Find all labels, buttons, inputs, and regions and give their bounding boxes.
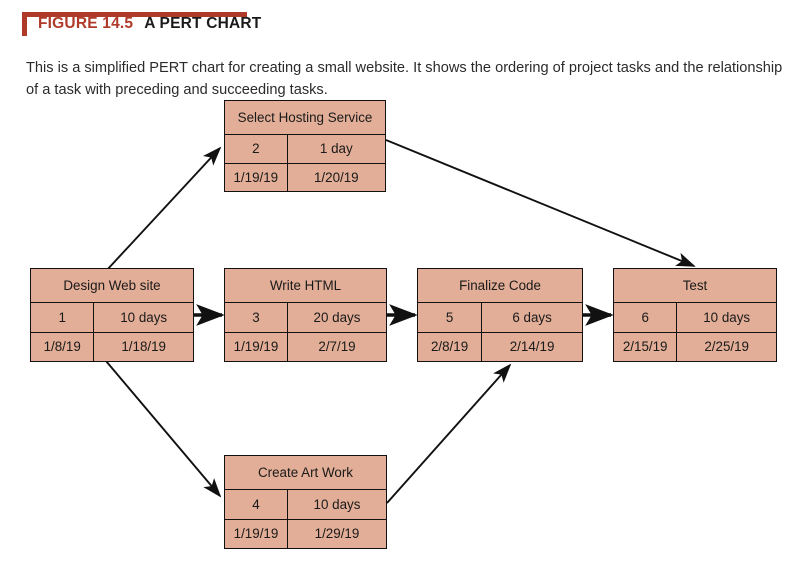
- node-start-date: 1/8/19: [31, 332, 95, 361]
- node-duration: 1 day: [319, 141, 353, 157]
- pert-node-finalize-code[interactable]: Finalize Code 5 6 days 2/8/19 2/14/19: [417, 268, 583, 362]
- node-title: Select Hosting Service: [225, 101, 385, 135]
- node-duration: 10 days: [120, 309, 168, 325]
- node-title: Create Art Work: [225, 456, 386, 490]
- node-title: Finalize Code: [418, 269, 582, 303]
- node-end-date: 2/25/19: [704, 339, 750, 355]
- node-task-number: 5: [418, 303, 483, 332]
- node-row-dates: 2/8/19 2/14/19: [418, 332, 582, 361]
- node-duration: 10 days: [313, 496, 361, 512]
- edge-hosting-to-test: [385, 139, 696, 267]
- node-task-number: 1: [31, 303, 95, 332]
- figure-number: FIGURE 14.5: [38, 15, 134, 32]
- node-title: Test: [614, 269, 776, 303]
- node-end-date: 1/18/19: [121, 339, 167, 355]
- figure-caption: This is a simplified PERT chart for crea…: [26, 59, 783, 98]
- pert-node-select-hosting-service[interactable]: Select Hosting Service 2 1 day 1/19/19 1…: [224, 100, 386, 192]
- node-row-task-duration: 5 6 days: [418, 303, 582, 333]
- node-title: Design Web site: [31, 269, 193, 303]
- pert-node-design-web-site[interactable]: Design Web site 1 10 days 1/8/19 1/18/19: [30, 268, 194, 362]
- node-start-date: 1/19/19: [225, 519, 288, 548]
- node-row-dates: 1/19/19 2/7/19: [225, 332, 386, 361]
- edge-design-to-hosting: [105, 146, 222, 272]
- node-row-dates: 1/19/19 1/29/19: [225, 519, 386, 548]
- figure-header: FIGURE 14.5 A PERT CHART: [22, 12, 261, 36]
- node-row-dates: 1/8/19 1/18/19: [31, 332, 193, 361]
- node-start-date: 1/19/19: [225, 332, 288, 361]
- node-row-dates: 1/19/19 1/20/19: [225, 163, 385, 191]
- node-duration: 20 days: [313, 309, 361, 325]
- pert-node-write-html[interactable]: Write HTML 3 20 days 1/19/19 2/7/19: [224, 268, 387, 362]
- node-end-date: 1/20/19: [313, 169, 359, 185]
- node-duration: 6 days: [512, 309, 552, 325]
- node-row-task-duration: 1 10 days: [31, 303, 193, 333]
- node-row-task-duration: 2 1 day: [225, 135, 385, 164]
- node-row-task-duration: 4 10 days: [225, 490, 386, 520]
- pert-node-create-art-work[interactable]: Create Art Work 4 10 days 1/19/19 1/29/1…: [224, 455, 387, 549]
- node-row-task-duration: 6 10 days: [614, 303, 776, 333]
- page-title: A PERT CHART: [144, 15, 262, 32]
- pert-node-test[interactable]: Test 6 10 days 2/15/19 2/25/19: [613, 268, 777, 362]
- node-start-date: 2/8/19: [418, 332, 483, 361]
- node-row-task-duration: 3 20 days: [225, 303, 386, 333]
- node-start-date: 2/15/19: [614, 332, 678, 361]
- node-start-date: 1/19/19: [225, 163, 288, 191]
- node-title: Write HTML: [225, 269, 386, 303]
- node-row-dates: 2/15/19 2/25/19: [614, 332, 776, 361]
- edge-design-to-artwork: [105, 360, 222, 498]
- node-task-number: 6: [614, 303, 678, 332]
- node-task-number: 4: [225, 490, 288, 519]
- node-task-number: 2: [225, 135, 288, 163]
- node-duration: 10 days: [703, 309, 751, 325]
- node-end-date: 1/29/19: [314, 526, 360, 542]
- node-end-date: 2/7/19: [318, 339, 356, 355]
- figure-header-rule: [22, 12, 247, 17]
- edge-artwork-to-finalize: [386, 363, 512, 504]
- node-end-date: 2/14/19: [509, 339, 555, 355]
- node-task-number: 3: [225, 303, 288, 332]
